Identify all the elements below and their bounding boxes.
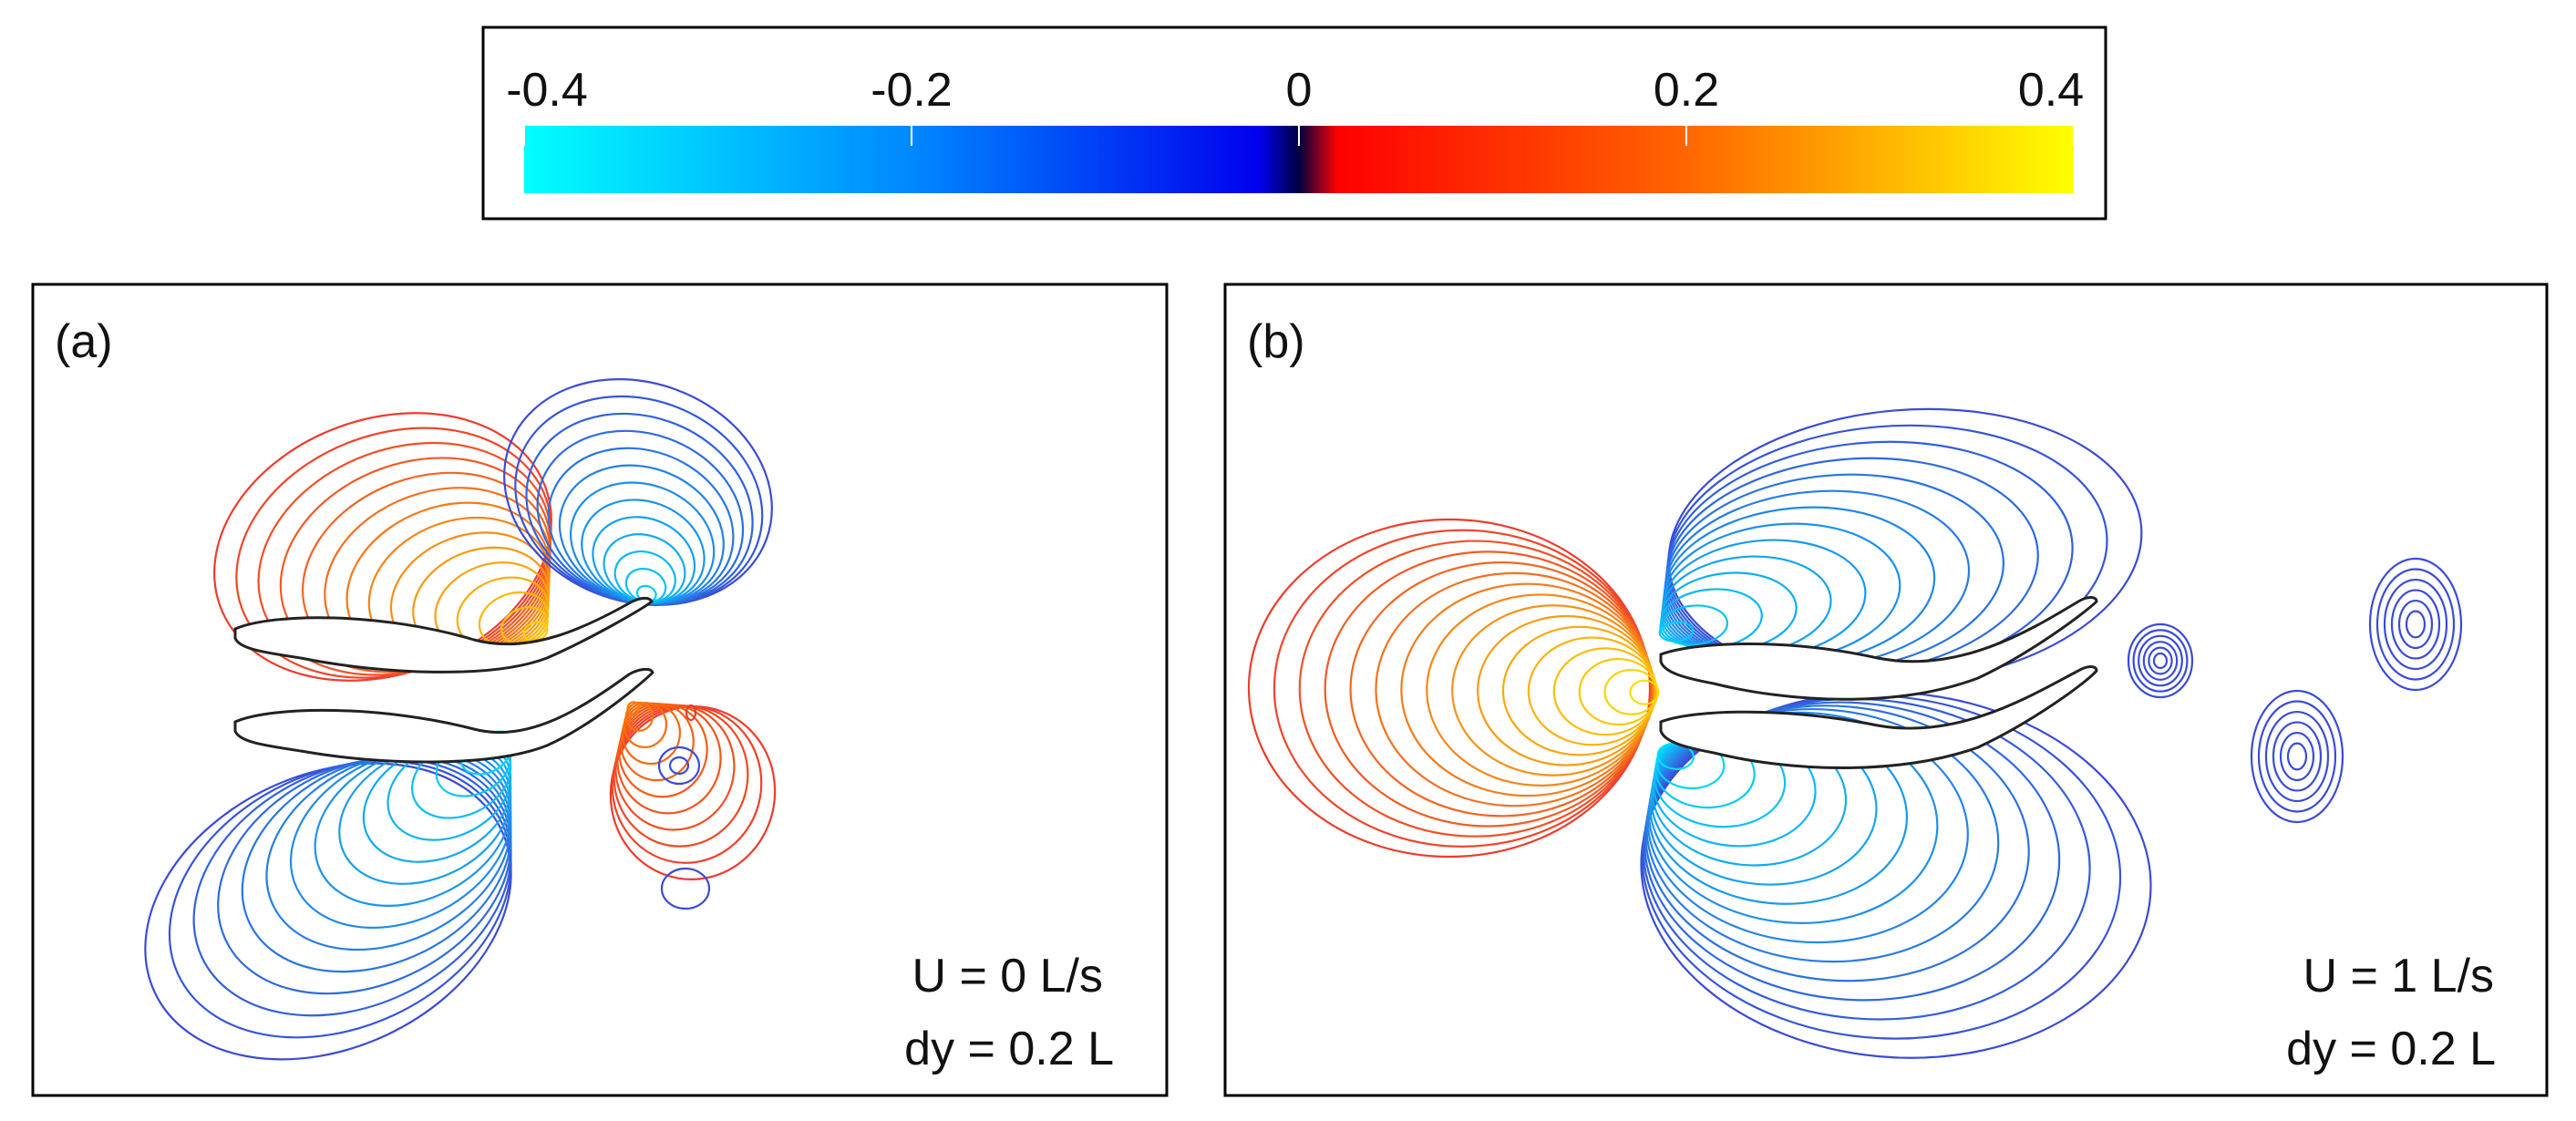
panel-a-frame	[31, 283, 1169, 1097]
panel-a-wake-contours	[657, 704, 711, 910]
contour-line	[2279, 731, 2315, 782]
contour-line	[660, 867, 711, 910]
contour-line	[217, 756, 512, 995]
contour-line	[2272, 721, 2323, 792]
contour-line	[2132, 629, 2189, 693]
panel-a: (a) U = 0 L/s dy = 0.2 L	[31, 283, 1169, 1097]
contour-line	[2405, 610, 2427, 639]
contour-line	[1629, 679, 1660, 705]
colorbar-tick-label: -0.4	[506, 64, 588, 117]
contour-line	[1658, 621, 1695, 643]
panel-b-fins	[1659, 596, 2098, 769]
panel-b-wake-eddies	[2127, 557, 2463, 824]
contour-line	[241, 753, 512, 973]
panel-a-negative-lobe-upper-right	[503, 378, 773, 606]
contour-line	[2397, 599, 2434, 650]
contour-line	[619, 703, 695, 782]
fin-upper	[1659, 596, 2098, 701]
contour-line	[2250, 689, 2344, 824]
panel-b-positive-lobe-left	[1247, 518, 1660, 859]
panel-a-positive-lobe-lower-right	[609, 701, 777, 880]
panel-b-velocity: U = 1 L/s	[2303, 950, 2494, 1003]
colorbar-ticks	[523, 126, 2075, 146]
contour-line	[2148, 646, 2173, 675]
contour-line	[2152, 652, 2169, 670]
contour-line	[623, 702, 668, 748]
colorbar-tick-label: 0.4	[2018, 64, 2084, 117]
contour-line	[2375, 568, 2456, 681]
panel-a-fins	[233, 596, 654, 764]
contour-line	[2142, 641, 2179, 681]
contour-line	[657, 746, 701, 786]
fin-upper	[233, 596, 654, 674]
panel-b-label: (b)	[1247, 315, 1305, 368]
contour-line	[685, 704, 697, 722]
panel-b: (b) U = 1 L/s dy = 0.2 L	[1223, 283, 2549, 1097]
contour-line	[2286, 742, 2308, 771]
colorbar-tick-label: -0.2	[871, 64, 953, 117]
panel-a-label: (a)	[55, 315, 113, 368]
contour-line	[2390, 589, 2441, 660]
contour-line	[192, 757, 512, 1017]
fin-lower	[233, 667, 654, 764]
contour-line	[168, 760, 512, 1039]
contour-line	[621, 702, 681, 766]
contour-line	[2257, 700, 2337, 813]
contour-line	[668, 756, 690, 776]
contour-line	[2368, 557, 2463, 692]
panel-b-spacing: dy = 0.2 L	[2286, 1023, 2496, 1075]
panel-a-velocity: U = 0 L/s	[912, 950, 1103, 1003]
contour-line	[2383, 578, 2448, 671]
colorbar-tick-label: 0	[1286, 64, 1313, 117]
colorbar: -0.4 -0.2 0 0.2 0.4	[481, 26, 2107, 221]
contour-line	[626, 701, 641, 715]
contour-line	[624, 701, 654, 732]
fin-lower	[1659, 665, 2098, 769]
contour-line	[265, 751, 512, 951]
panel-a-spacing: dy = 0.2 L	[904, 1023, 1114, 1075]
contour-line	[289, 748, 512, 930]
contour-line	[2264, 710, 2330, 803]
colorbar-tick-label: 0.2	[1654, 64, 1719, 117]
contour-line	[2138, 634, 2183, 687]
contour-line	[2127, 622, 2194, 699]
